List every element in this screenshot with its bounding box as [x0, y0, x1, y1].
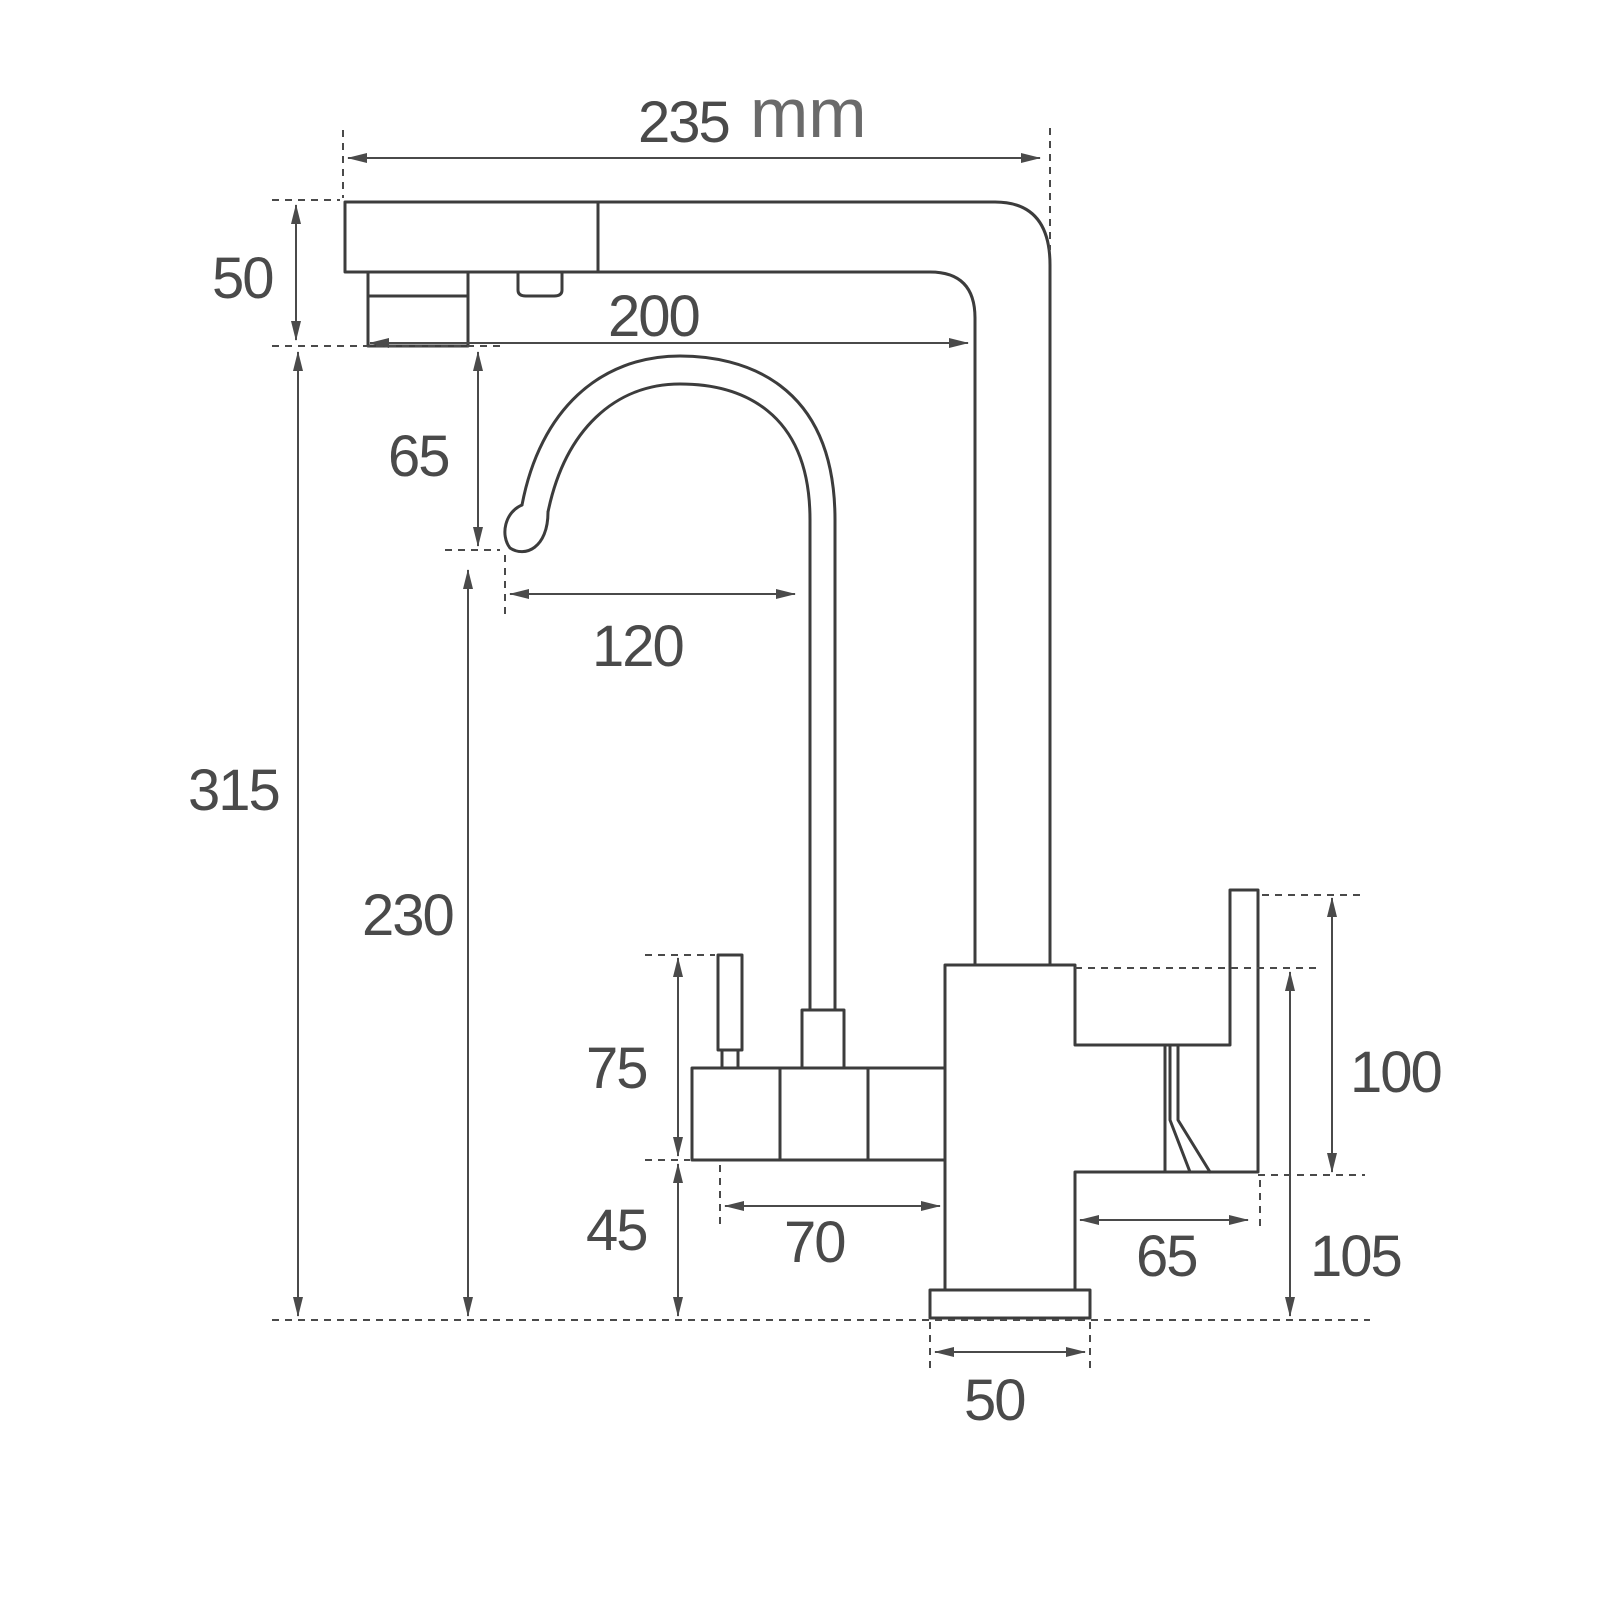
extension-lines	[272, 128, 1370, 1372]
dimension-arrows	[291, 153, 1337, 1357]
left-arm-connector	[866, 1066, 947, 1162]
left-valve-block-1	[690, 1066, 782, 1162]
left-valve-block-2	[778, 1066, 870, 1162]
label-right-arm-height: 105	[1310, 1224, 1401, 1289]
base-plate	[928, 1288, 1092, 1320]
gooseneck-tip	[503, 503, 550, 554]
right-lever-detail	[1163, 1043, 1212, 1174]
spout-head	[343, 200, 1052, 967]
dimension-labels: 235 mm 50 200 65 120 315 230 75 45 70 10…	[188, 74, 1443, 1433]
label-overall-width-unit: mm	[750, 74, 867, 152]
label-gooseneck-drop: 65	[388, 424, 449, 489]
gooseneck-socket	[800, 1008, 846, 1070]
label-spout-head-height: 50	[212, 246, 273, 311]
label-right-lever-height: 100	[1350, 1040, 1441, 1105]
label-left-arm-length: 70	[784, 1210, 845, 1275]
small-nozzle	[516, 270, 564, 298]
gooseneck-outer	[520, 354, 837, 1012]
label-left-lever-height: 75	[586, 1036, 647, 1101]
label-gooseneck-outlet-height: 230	[362, 883, 453, 948]
left-lever-stem	[720, 1048, 740, 1070]
label-left-arm-height: 45	[586, 1198, 647, 1263]
label-overall-height: 315	[188, 758, 279, 823]
gooseneck-inner	[546, 382, 812, 1012]
central-body	[943, 888, 1260, 1292]
label-base-width: 50	[964, 1368, 1025, 1433]
label-overall-width: 235	[638, 90, 729, 155]
aerator	[366, 270, 470, 348]
label-spout-reach: 200	[608, 284, 699, 349]
label-right-arm-length: 65	[1136, 1224, 1197, 1289]
left-lever-handle	[716, 953, 744, 1052]
faucet-outline	[343, 200, 1260, 1320]
label-gooseneck-reach: 120	[592, 614, 683, 679]
